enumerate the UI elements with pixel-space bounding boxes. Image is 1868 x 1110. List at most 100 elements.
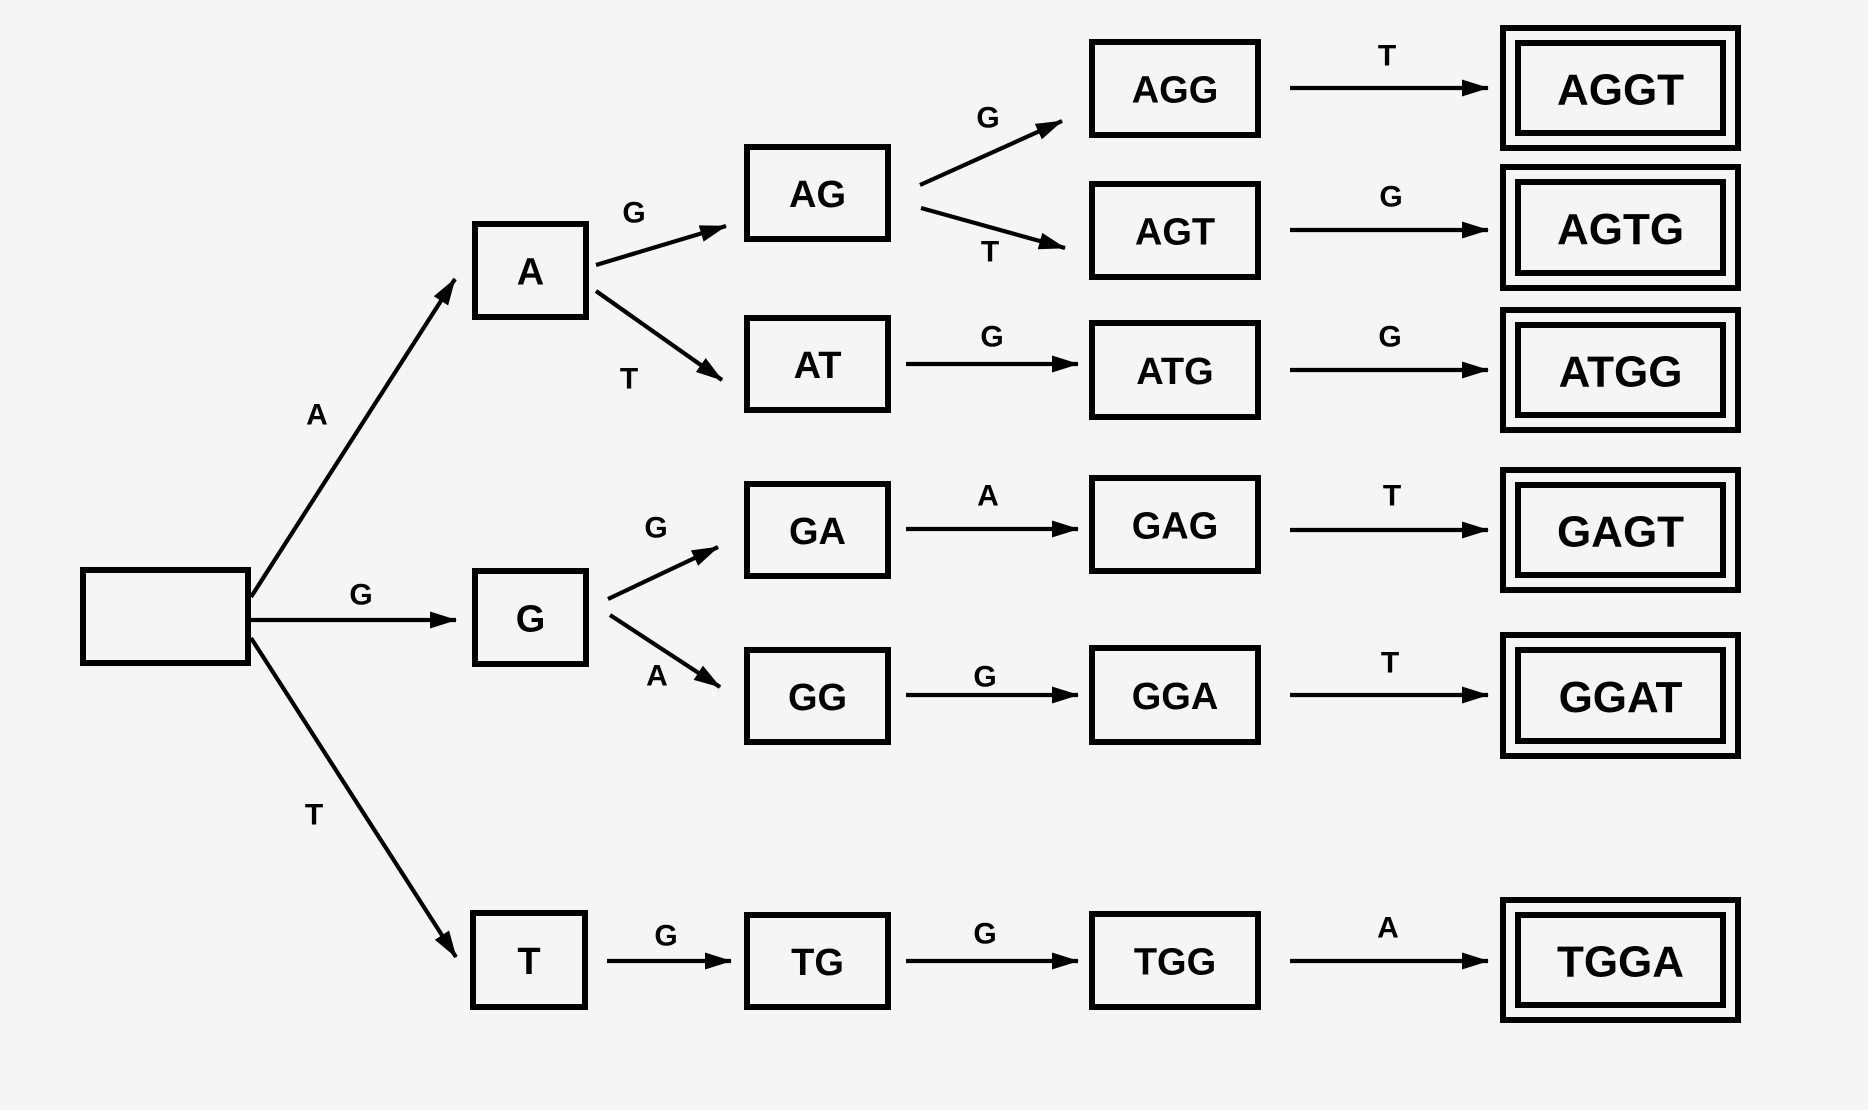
edge-AT-ATG: G	[906, 321, 1079, 373]
edge-AG-AGT: T	[920, 205, 1066, 269]
node-border	[472, 568, 589, 667]
edge-label: G	[976, 102, 999, 135]
node-label: AGTG	[1557, 205, 1684, 254]
node-label: GG	[788, 677, 847, 719]
edge-GA-GAG: A	[906, 480, 1079, 538]
node-GA: GA	[744, 481, 891, 579]
node-AGT: AGT	[1089, 181, 1261, 280]
edge-label: G	[1379, 181, 1402, 214]
node-TG: TG	[744, 912, 891, 1010]
node-inner-border	[1515, 912, 1726, 1008]
node-label: AT	[794, 345, 842, 387]
node-border	[744, 647, 891, 745]
edge-A-AT: T	[594, 289, 724, 396]
edge-A-AG: G	[595, 197, 727, 268]
node-ATGG-final: ATGG	[1500, 307, 1741, 433]
node-root-empty	[80, 567, 251, 666]
node-ATG: ATG	[1089, 320, 1261, 420]
edge-arrow	[594, 289, 724, 382]
edge-arrow	[920, 205, 1066, 251]
edge-ATG-ATGG: G	[1290, 321, 1489, 379]
node-GG: GG	[744, 647, 891, 745]
node-AGGT-final: AGGT	[1500, 25, 1741, 151]
edge-label: G	[644, 512, 667, 545]
nodes-layer: AGTAGATGAGGTGAGGAGTATGGAGGGATGGAGGTAGTGA…	[80, 25, 1741, 1023]
edge-label: G	[980, 321, 1003, 354]
node-AGTG-final: AGTG	[1500, 164, 1741, 291]
node-outer-border	[1500, 632, 1741, 759]
edge-label: A	[977, 480, 999, 513]
edge-arrow	[607, 545, 719, 601]
edge-arrow	[919, 119, 1063, 187]
node-GAGT-final: GAGT	[1500, 467, 1741, 593]
node-label: AGGT	[1557, 66, 1684, 115]
node-label: TGG	[1134, 942, 1216, 984]
edge-label: T	[1383, 480, 1401, 513]
node-label: TG	[791, 942, 844, 984]
node-border	[470, 910, 588, 1010]
node-label: GAGT	[1557, 508, 1684, 557]
edge-AGT-AGTG: G	[1290, 181, 1489, 239]
node-label: A	[517, 252, 544, 294]
node-T: T	[470, 910, 588, 1010]
edge-label: G	[1378, 321, 1401, 354]
node-label: AGG	[1132, 70, 1219, 112]
node-border	[1089, 320, 1261, 420]
edge-label: T	[981, 236, 999, 269]
node-GGA: GGA	[1089, 645, 1261, 745]
edge-G-GA: G	[607, 512, 719, 601]
node-outer-border	[1500, 164, 1741, 291]
node-outer-border	[1500, 307, 1741, 433]
node-label: GA	[789, 511, 846, 553]
node-label: AG	[789, 174, 846, 216]
node-GGAT-final: GGAT	[1500, 632, 1741, 759]
node-border	[1089, 645, 1261, 745]
node-border	[1089, 475, 1261, 574]
node-border	[1089, 181, 1261, 280]
edge-GGA-GGAT: T	[1290, 647, 1489, 704]
node-inner-border	[1515, 647, 1726, 744]
edge-T-TG: G	[607, 920, 732, 970]
node-border	[472, 221, 589, 320]
node-inner-border	[1515, 322, 1726, 418]
edge-label: G	[654, 920, 677, 953]
node-label: GGA	[1132, 676, 1219, 718]
node-TGGA-final: TGGA	[1500, 897, 1741, 1023]
edge-AG-AGG: G	[919, 102, 1063, 187]
edge-label: T	[1381, 647, 1399, 680]
node-label: ATGG	[1559, 348, 1683, 397]
edge-GG-GGA: G	[906, 661, 1079, 704]
node-border	[744, 144, 891, 242]
node-inner-border	[1515, 40, 1726, 136]
node-inner-border	[1515, 179, 1726, 276]
edge-TG-TGG: G	[906, 918, 1079, 970]
node-label: GAG	[1132, 506, 1219, 548]
edge-arrow	[249, 636, 458, 959]
node-TGG: TGG	[1089, 911, 1261, 1010]
edge-root-G: G	[251, 579, 457, 629]
edge-arrow	[249, 277, 457, 599]
node-outer-border	[1500, 25, 1741, 151]
edge-label: G	[349, 579, 372, 612]
node-A: A	[472, 221, 589, 320]
node-outer-border	[1500, 897, 1741, 1023]
edge-arrow	[608, 613, 722, 689]
node-label: TGGA	[1557, 938, 1684, 987]
node-G: G	[472, 568, 589, 667]
edge-label: G	[973, 918, 996, 951]
edge-G-GG: A	[608, 613, 722, 693]
node-border	[1089, 911, 1261, 1010]
edge-label: A	[1377, 912, 1399, 945]
node-border	[744, 481, 891, 579]
edge-arrow	[595, 223, 727, 268]
node-label: G	[516, 599, 546, 641]
edge-AGG-AGGT: T	[1290, 40, 1489, 97]
node-AGG: AGG	[1089, 39, 1261, 138]
node-border	[744, 912, 891, 1010]
edge-root-T: T	[249, 636, 458, 959]
node-outer-border	[1500, 467, 1741, 593]
node-label: ATG	[1136, 351, 1213, 393]
